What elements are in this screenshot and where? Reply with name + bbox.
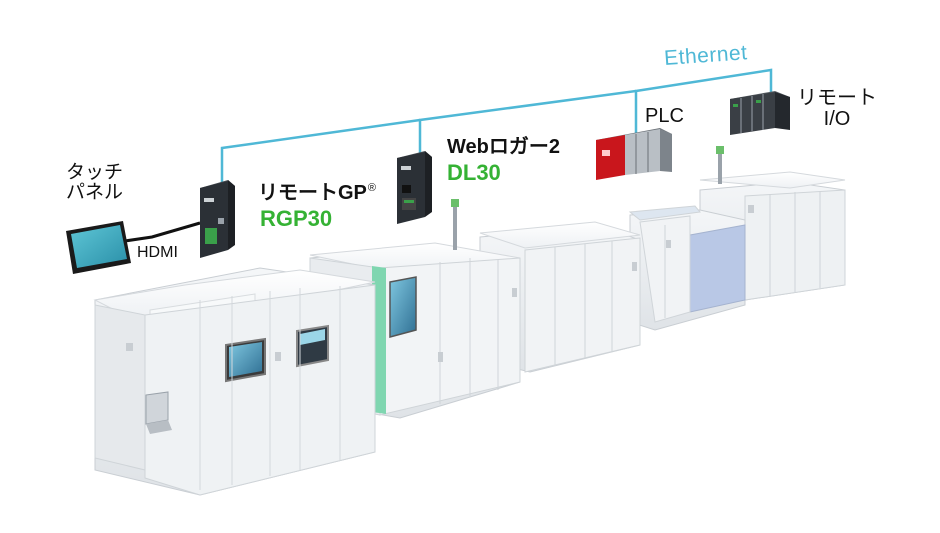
production-line	[93, 146, 846, 496]
remote-io-device	[730, 91, 790, 135]
dl30-device	[397, 151, 432, 224]
dl30-model-label: DL30	[447, 160, 501, 185]
rgp30-device	[200, 180, 235, 258]
touch-panel-label: タッチ パネル	[66, 163, 123, 203]
hdmi-label: HDMI	[137, 244, 178, 261]
registered-mark: ®	[367, 182, 377, 195]
plc-label: PLC	[645, 105, 684, 127]
touch-panel-label-line1: タッチ	[66, 162, 124, 183]
machine-front-left	[93, 267, 376, 496]
ethernet-line-rgp30	[220, 118, 421, 192]
plc-device	[596, 128, 672, 180]
touch-panel-label-line2: パネル	[66, 181, 124, 203]
remote-io-label: リモート I/O	[797, 88, 877, 130]
dl30-name-label: Webロガー2	[447, 136, 560, 158]
rgp30-name-label: リモートGP®	[258, 183, 376, 204]
ethernet-network	[220, 68, 773, 192]
rgp30-model-label: RGP30	[260, 206, 333, 231]
ethernet-line-dl30	[418, 89, 637, 158]
remote-io-label-line1: リモート	[797, 87, 877, 109]
hdmi-cable	[117, 221, 201, 244]
ethernet-line-plc	[634, 68, 773, 133]
touch-panel-device	[66, 221, 131, 274]
machine-mid-right	[628, 205, 746, 331]
rgp30-name: リモートGP	[258, 182, 367, 204]
remote-io-label-line2: I/O	[823, 108, 851, 130]
